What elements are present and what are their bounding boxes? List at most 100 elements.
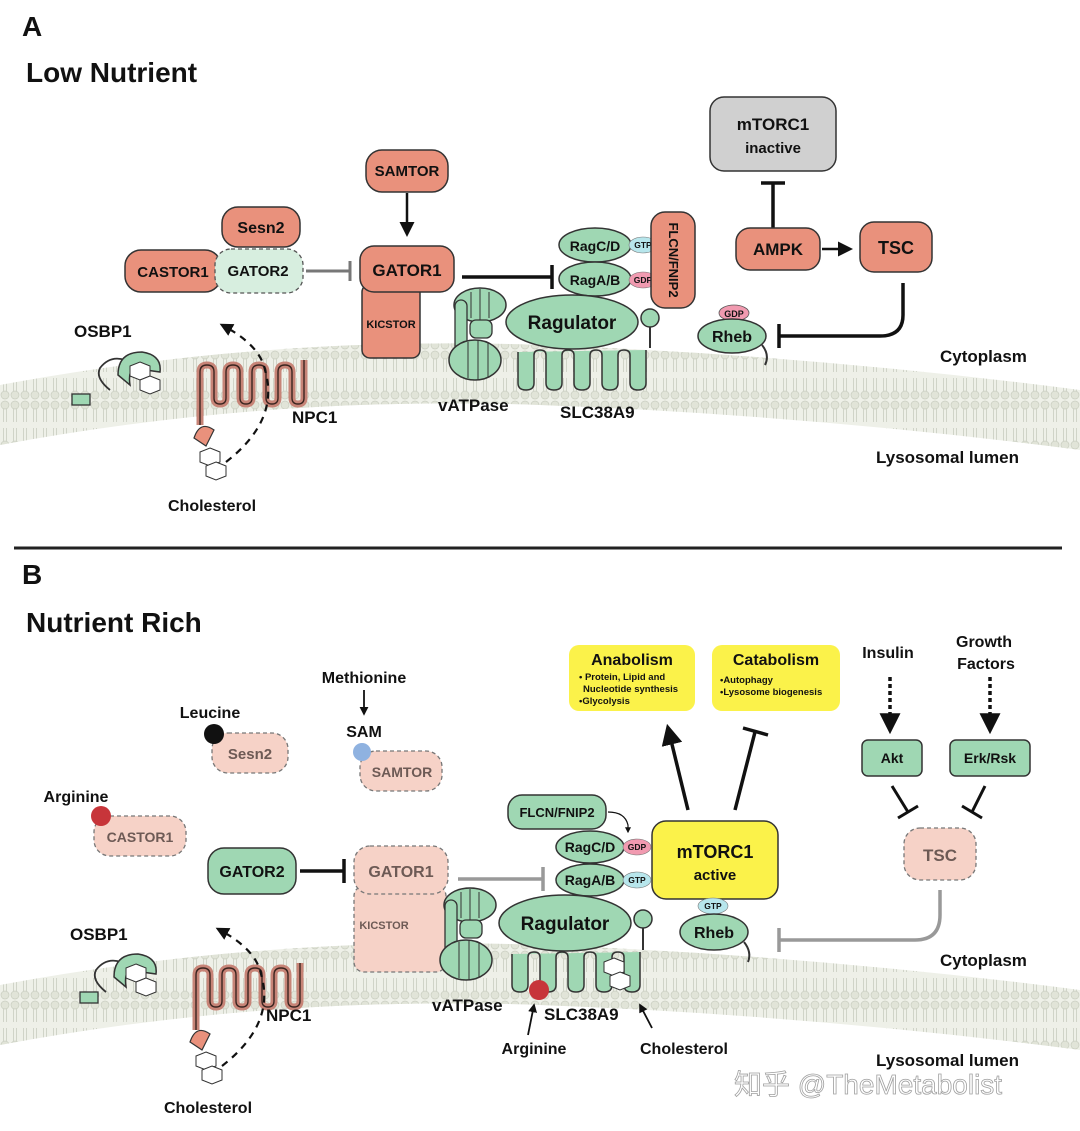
rheb-node-b: GTP Rheb: [679, 897, 751, 963]
growth-factors-label-1: Growth: [956, 634, 1012, 651]
ragcd-gtp-label-a: GTP: [634, 240, 652, 250]
kicstor-label-b: KICSTOR: [359, 920, 408, 932]
cholesterol-to-slc-arrow: [639, 1003, 653, 1029]
rheb-label-a: Rheb: [712, 329, 752, 346]
anabolism-item-3: •Glycolysis: [579, 696, 630, 707]
mtorc1-to-anabolism-arrow: [661, 723, 690, 811]
catabolism-item-2: •Lysosome biogenesis: [720, 687, 822, 698]
mtorc1-label-b: mTORC1: [677, 842, 754, 862]
ragcd-label-a: RagC/D: [570, 238, 621, 254]
ragcd-node-b: RagC/D GDP: [555, 830, 652, 864]
leucine-dot: [204, 724, 224, 744]
insulin-label: Insulin: [862, 645, 914, 662]
slc38a9-transporter-a: [517, 349, 647, 391]
anabolism-item-2: Nucleotide synthesis: [583, 684, 678, 695]
vatpase-label-a: vATPase: [438, 396, 509, 415]
osbp1-node-a: [71, 351, 161, 406]
methionine-label: Methionine: [322, 670, 407, 687]
erk-label: Erk/Rsk: [964, 750, 1016, 766]
mtorc1-inactive-node: mTORC1 inactive: [709, 96, 837, 172]
panel-b: B Nutrient Rich Cytoplasm Lysosomal lume…: [0, 559, 1080, 1117]
sesn2-node-a: Sesn2: [221, 206, 301, 248]
anabolism-title: Anabolism: [591, 652, 673, 669]
tsc-label-a: TSC: [878, 238, 914, 258]
tsc-inhibit-rheb-line: [779, 283, 905, 338]
flcn-label-a: FLCN/FNIP2: [666, 222, 681, 297]
npc1-label-b: NPC1: [266, 1006, 311, 1025]
slc38a9-label-a: SLC38A9: [560, 403, 635, 422]
vatpase-label-b: vATPase: [432, 996, 503, 1015]
watermark-text: 知乎 @TheMetabolist: [734, 1069, 1002, 1100]
catabolism-title: Catabolism: [733, 652, 819, 669]
mtorc1-active-node: mTORC1 active: [651, 820, 779, 900]
samtor-node-b: SAMTOR: [359, 750, 443, 792]
akt-label: Akt: [881, 750, 904, 766]
panel-a-letter: A: [22, 11, 42, 42]
arginine-label: Arginine: [44, 789, 109, 806]
panel-b-letter: B: [22, 559, 42, 590]
ragab-gtp-label-b: GTP: [628, 875, 646, 885]
npc1-node-b: [189, 963, 304, 1085]
ragab-label-a: RagA/B: [570, 272, 621, 288]
gator2-node-a: GATOR2: [214, 248, 304, 294]
flcn-label-b: FLCN/FNIP2: [519, 805, 594, 820]
tsc-inhibit-rheb-line-b: [779, 890, 942, 942]
gator2-node-b: GATOR2: [207, 847, 297, 895]
mtorc1-state-b: active: [694, 867, 737, 884]
mtorc1-inhibit-catabolism-bar: [742, 726, 769, 737]
gator1-label-a: GATOR1: [372, 261, 441, 280]
osbp1-label-a: OSBP1: [74, 322, 132, 341]
castor1-label-a: CASTOR1: [137, 264, 208, 281]
arginine-dot: [91, 806, 111, 826]
arginine-to-slc-arrow: [527, 1003, 538, 1036]
arginine-low-label: Arginine: [502, 1041, 567, 1058]
castor1-node-b: CASTOR1: [93, 815, 187, 857]
ragulator-label-b: Ragulator: [521, 914, 610, 935]
flcn-node-b: FLCN/FNIP2: [507, 794, 607, 830]
cholesterol-transport-arrow-a: [219, 323, 270, 463]
catabolism-item-1: •Autophagy: [720, 675, 774, 686]
flcn-node-a: FLCN/FNIP2: [650, 211, 696, 309]
panel-a-title: Low Nutrient: [26, 57, 197, 88]
leucine-label: Leucine: [180, 705, 241, 722]
castor1-node-a: CASTOR1: [124, 249, 222, 293]
cytoplasm-label-a: Cytoplasm: [940, 347, 1027, 366]
samtor-node-a: SAMTOR: [365, 149, 449, 193]
cholesterol-left-label: Cholesterol: [164, 1100, 252, 1117]
osbp1-node-b: [79, 953, 157, 1004]
kicstor-node-b: KICSTOR: [353, 885, 447, 973]
npc1-label-a: NPC1: [292, 408, 337, 427]
cytoplasm-label-b: Cytoplasm: [940, 951, 1027, 970]
cholesterol-label-a: Cholesterol: [168, 498, 256, 515]
gator2-label-b: GATOR2: [219, 864, 284, 881]
tsc-node-b: TSC: [903, 827, 977, 881]
tsc-label-b: TSC: [923, 846, 957, 865]
cholesterol-transport-arrow-b: [215, 927, 266, 1067]
mtorc1-inhibit-catabolism-line: [733, 731, 757, 811]
samtor-label-a: SAMTOR: [375, 163, 440, 180]
lumen-label-a: Lysosomal lumen: [876, 448, 1019, 467]
slc38a9-label-b: SLC38A9: [544, 1005, 619, 1024]
tsc-node-a: TSC: [859, 221, 933, 273]
akt-inhibit-bar: [897, 804, 919, 820]
rheb-gdp-label: GDP: [724, 309, 744, 319]
ragulator-node-a: Ragulator: [505, 294, 660, 350]
rheb-label-b: Rheb: [694, 925, 734, 942]
growth-factors-label-2: Factors: [957, 656, 1015, 673]
anabolism-box: Anabolism • Protein, Lipid and Nucleotid…: [569, 645, 695, 711]
npc1-node-a: [193, 360, 308, 481]
ragab-label-b: RagA/B: [565, 872, 616, 888]
ragab-node-a: RagA/B GDP: [558, 261, 658, 297]
sesn2-node-b: Sesn2: [211, 732, 289, 774]
erk-node: Erk/Rsk: [949, 739, 1031, 777]
lumen-label-b: Lysosomal lumen: [876, 1051, 1019, 1070]
gator1-node-a: GATOR1: [359, 245, 455, 293]
ragcd-label-b: RagC/D: [565, 839, 616, 855]
sesn2-label-a: Sesn2: [237, 220, 284, 237]
kicstor-node-a: KICSTOR: [361, 283, 421, 359]
arginine-slc-dot: [529, 980, 549, 1000]
rheb-node-a: GDP Rheb: [697, 304, 768, 366]
gator1-label-b: GATOR1: [368, 864, 433, 881]
cholesterol-right-label: Cholesterol: [640, 1041, 728, 1058]
